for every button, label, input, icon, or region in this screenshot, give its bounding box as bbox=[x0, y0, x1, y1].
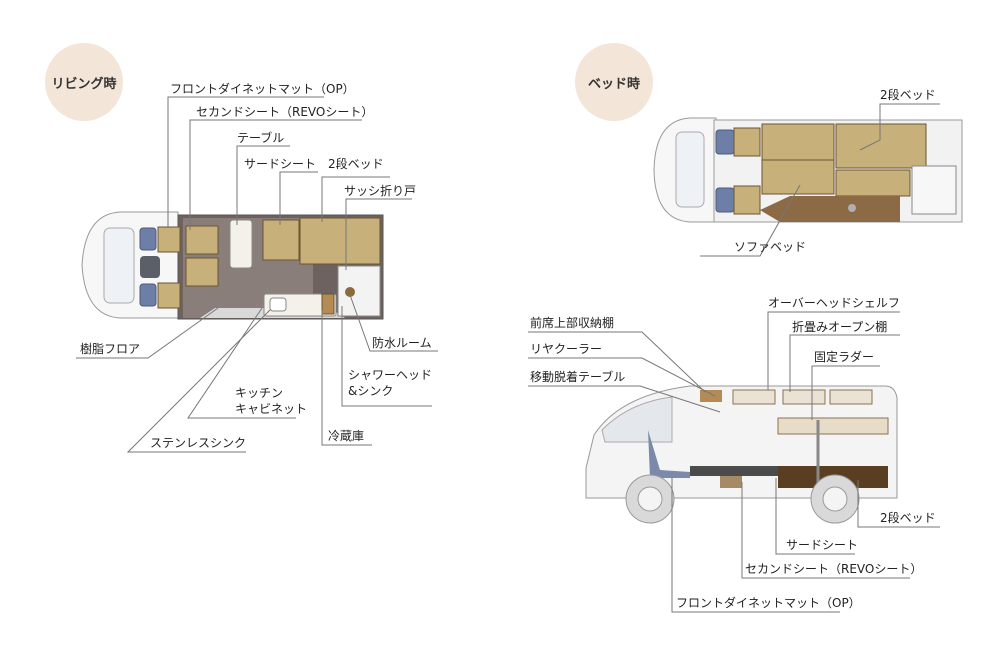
label-living-shower-sink-2: &シンク bbox=[348, 384, 394, 398]
label-living-second-seat: セカンドシート（REVOシート） bbox=[196, 105, 374, 119]
living-top-view bbox=[81, 211, 384, 320]
side-view bbox=[585, 385, 898, 524]
label-living-shower-sink-1: シャワーヘッド bbox=[348, 368, 433, 382]
leader-lines bbox=[76, 96, 940, 613]
label-side-third-seat: サードシート bbox=[786, 538, 859, 552]
label-side-overhead-shelf: オーバーヘッドシェルフ bbox=[768, 296, 900, 310]
label-living-steel-sink: ステンレスシンク bbox=[150, 436, 247, 450]
bed-mode-badge: ベッド時 bbox=[575, 43, 653, 121]
label-living-front-dinette-mat: フロントダイネットマット（OP） bbox=[170, 82, 355, 96]
label-side-removable-table: 移動脱着テーブル bbox=[530, 370, 626, 384]
label-living-resin-floor: 樹脂フロア bbox=[80, 342, 141, 356]
living-mode-badge: リビング時 bbox=[45, 43, 123, 121]
label-living-bunk-bed: 2段ベッド bbox=[328, 157, 384, 171]
bed-top-view bbox=[653, 117, 963, 223]
label-side-fixed-ladder: 固定ラダー bbox=[814, 350, 875, 364]
label-side-rear-cooler: リヤクーラー bbox=[530, 342, 603, 356]
label-side-front-upper-storage: 前席上部収納棚 bbox=[530, 316, 615, 330]
label-bed-bunk-bed: 2段ベッド bbox=[880, 88, 936, 102]
label-living-table: テーブル bbox=[237, 131, 285, 145]
label-living-kitchen-cabinet-1: キッチン bbox=[235, 386, 284, 400]
label-side-second-seat: セカンドシート（REVOシート） bbox=[745, 562, 923, 576]
bed-mode-label: ベッド時 bbox=[587, 76, 640, 92]
label-side-folding-shelf: 折畳みオープン棚 bbox=[792, 320, 888, 334]
label-living-third-seat: サードシート bbox=[244, 157, 317, 171]
label-side-bunk-bed: 2段ベッド bbox=[880, 511, 936, 525]
label-living-waterproof-room: 防水ルーム bbox=[372, 336, 432, 350]
living-mode-label: リビング時 bbox=[51, 76, 117, 92]
label-living-sash-door: サッシ折り戸 bbox=[344, 184, 417, 198]
label-bed-sofa-bed: ソファベッド bbox=[734, 240, 807, 254]
label-living-fridge: 冷蔵庫 bbox=[328, 429, 365, 443]
label-side-front-dinette-mat: フロントダイネットマット（OP） bbox=[676, 596, 861, 610]
label-living-kitchen-cabinet-2: キャビネット bbox=[235, 402, 308, 416]
